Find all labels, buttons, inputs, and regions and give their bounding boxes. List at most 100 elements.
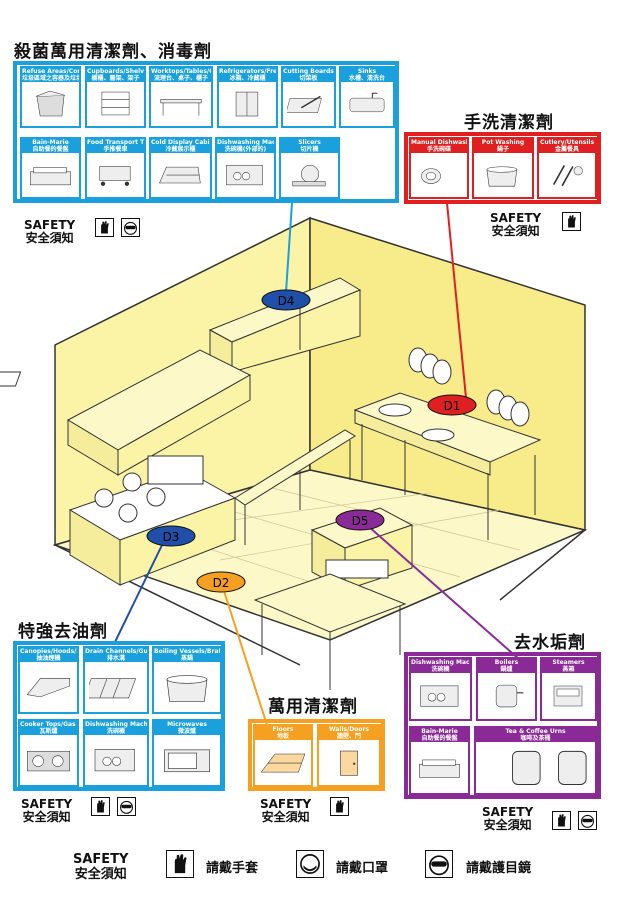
degrease-card-5: Dishwashing Machines(interior)洗碗機 [83, 719, 149, 787]
boiling-pan-icon [166, 675, 208, 702]
card-caption-en: Worktops/Tables/Counters [151, 68, 211, 75]
table-icon [160, 99, 202, 116]
card-caption-en: Walls/Doors [328, 726, 370, 733]
sink-icon [349, 92, 385, 113]
floor-icon [260, 753, 306, 773]
marker-d1[interactable]: D1 [427, 394, 477, 416]
card-caption: Cooker Tops/Gas Rings瓦斯爐 [20, 721, 77, 735]
marker-d4[interactable]: D4 [261, 289, 311, 311]
card-caption: Dishwashing Machines(interior)洗碗機 [411, 659, 470, 673]
legend-mask-label: 請戴口罩 [336, 861, 389, 876]
goggles-icon [121, 218, 140, 237]
safety-label-top-right: SAFETY 安全須知 [490, 212, 541, 238]
svg-text:D2: D2 [213, 576, 230, 590]
gloves-icon [552, 811, 571, 830]
marker-d2[interactable]: D2 [196, 571, 246, 593]
card-caption-zh: 牆壁、門 [336, 733, 361, 740]
disinfect-card-3: Worktops/Tables/Counters流理台、桌子、櫃子 [149, 66, 213, 128]
card-caption-zh: 切菜板 [299, 75, 318, 82]
card-caption-en: Pot Washing [481, 139, 525, 146]
card-caption-en: Boiling Vessels/Bratt Pans [154, 648, 220, 655]
legend-mask-icon [296, 850, 324, 878]
handwash-panel [404, 132, 601, 204]
shelf-icon [101, 91, 130, 116]
safety-en: SAFETY [73, 852, 129, 867]
door-icon [340, 750, 358, 776]
card-caption-en: Dishwashing Machines(interior) [411, 659, 470, 666]
safety-zh: 安全須知 [22, 810, 71, 824]
card-caption-en: Cutting Boards [283, 68, 334, 75]
degrease-panel [13, 641, 225, 791]
gloves-icon [330, 797, 349, 816]
hood-icon [26, 678, 71, 698]
trolley-icon [99, 166, 131, 186]
safety-label-bottom-left: SAFETY 安全須知 [21, 798, 72, 824]
card-caption-zh: 鍋子 [496, 146, 509, 153]
safety-en: SAFETY [21, 797, 73, 811]
degrease-title: 特強去油劑 [18, 622, 108, 642]
marker-d3[interactable]: D3 [146, 525, 196, 547]
card-caption-en: Sinks [357, 68, 377, 75]
card-caption-en: Cupboards/Shelves/Racks [87, 68, 144, 75]
card-caption: Refuse Areas/Containers垃圾區域之容器及垃圾桶 [22, 68, 79, 82]
goggles-icon [117, 797, 136, 816]
card-caption-zh: 櫥櫃、層架、架子 [91, 75, 140, 82]
disinfect-card-2: Cupboards/Shelves/Racks櫥櫃、層架、架子 [85, 66, 146, 128]
dishwasher-icon [226, 164, 263, 186]
legend-goggles-label: 請戴護目鏡 [466, 861, 532, 876]
descale-title: 去水垢劑 [514, 633, 586, 653]
disinfect-card-10: Dishwashing Machines(exterior)洗碗機(外部的) [215, 137, 276, 199]
safety-en: SAFETY [24, 218, 76, 232]
card-caption-zh: 微波爐 [177, 728, 196, 735]
card-caption-zh: 洗碗機 [106, 728, 125, 735]
card-caption-en: Microwaves [167, 721, 207, 728]
card-caption-zh: 冷藏展示櫃 [165, 146, 196, 153]
allpurpose-title: 萬用清潔劑 [268, 697, 358, 717]
card-caption-en: Tea & Coffee Urns [505, 728, 566, 735]
safety-zh: 安全須知 [25, 231, 74, 245]
card-caption-zh: 瓦斯爐 [39, 728, 58, 735]
safety-zh: 安全須知 [261, 810, 310, 824]
disinfect-card-1: Refuse Areas/Containers垃圾區域之容器及垃圾桶 [20, 66, 81, 128]
safety-zh: 安全須知 [74, 867, 127, 882]
svg-text:D5: D5 [352, 514, 369, 528]
safety-label-top-left: SAFETY 安全須知 [24, 219, 75, 245]
card-caption-en: Canopies/Hoods/Filters [20, 648, 77, 655]
handwash-title: 手洗清潔劑 [464, 113, 554, 133]
card-caption-en: Dishwashing Machines(exterior) [217, 139, 274, 146]
card-caption-en: Floors [272, 726, 294, 733]
degrease-card-1: Canopies/Hoods/Filters抽油煙機 [18, 646, 79, 714]
card-caption-zh: 咖啡及茶桶 [520, 735, 551, 742]
card-caption-zh: 手洗碗碟 [426, 146, 451, 153]
urn-icon [512, 750, 587, 785]
display-cabinet-icon [159, 166, 201, 184]
safety-label-bottom-right: SAFETY 安全須知 [482, 806, 533, 832]
marker-d5[interactable]: D5 [335, 509, 385, 531]
slicer-icon [292, 164, 326, 187]
card-caption-zh: 冰箱、冷藏櫃 [229, 75, 266, 82]
svg-text:D4: D4 [278, 294, 295, 308]
boiler-icon [495, 684, 524, 708]
card-caption-zh: 洗碗機 [431, 666, 450, 673]
card-caption-en: Manual Dishwashing [411, 139, 467, 146]
disinfect-card-8: Food Transport Trolleys手推餐車 [85, 137, 146, 199]
card-caption: Manual Dishwashing手洗碗碟 [411, 139, 467, 153]
safety-en: SAFETY [482, 805, 534, 819]
bain-marie-icon [419, 759, 460, 778]
gloves-icon [562, 212, 581, 231]
disinfect-card-9: Cold Display Cabinets冷藏展示櫃 [149, 137, 212, 199]
drain-icon [89, 678, 136, 699]
card-caption-zh: 蒸箱 [562, 666, 575, 673]
card-caption-en: Bain-Marie [421, 728, 458, 735]
card-caption: Food Transport Trolleys手推餐車 [87, 139, 144, 153]
card-caption: Cupboards/Shelves/Racks櫥櫃、層架、架子 [87, 68, 144, 82]
